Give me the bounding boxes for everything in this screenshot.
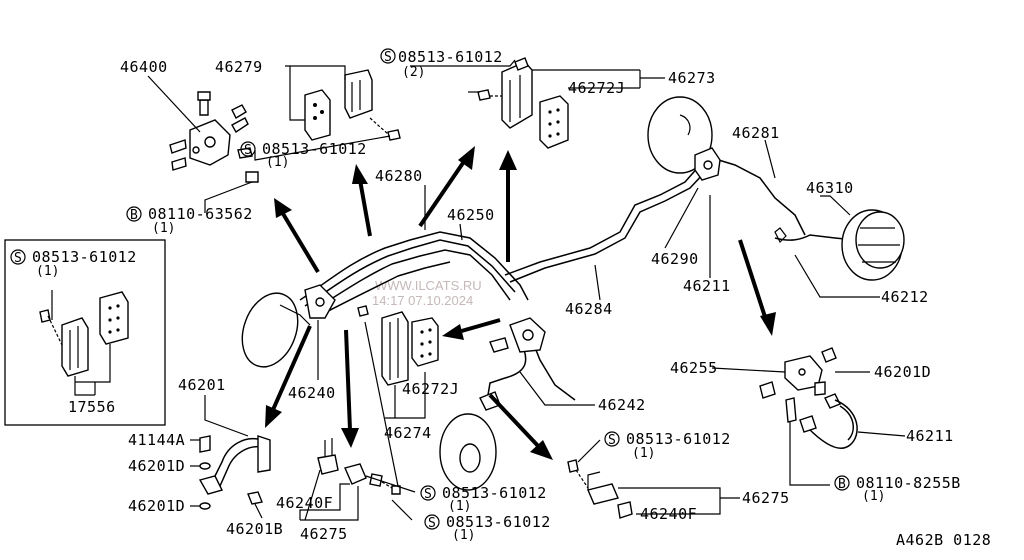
label-46201d-right: 46201D xyxy=(874,363,931,381)
svg-text:S: S xyxy=(244,143,252,158)
label-46290: 46290 xyxy=(651,250,699,268)
label-screw-08513-right-qty: (1) xyxy=(632,446,655,461)
label-screw-08513-2-qty: (2) xyxy=(402,65,425,80)
screw-marker-2: S xyxy=(240,141,256,158)
brake-drum-46212 xyxy=(841,209,905,281)
label-46201d-b: 46201D xyxy=(128,497,185,515)
svg-text:S: S xyxy=(428,516,436,531)
clip-46272j-mid xyxy=(411,317,439,367)
junction-46255 xyxy=(759,347,837,399)
label-17556: 17556 xyxy=(68,398,116,416)
inset-box-17556 xyxy=(4,239,166,426)
brake-hose-46201 xyxy=(198,435,271,510)
svg-text:S: S xyxy=(424,487,432,502)
bracket-46275-left xyxy=(317,438,401,495)
label-inset-screw-08513-qty: (1) xyxy=(36,264,59,279)
label-46211-mid: 46211 xyxy=(683,277,731,295)
label-bolt-08110-63562-qty: (1) xyxy=(152,221,175,236)
label-46240f-left: 46240F xyxy=(276,494,333,512)
label-46201d-a: 46201D xyxy=(128,457,185,475)
label-46250: 46250 xyxy=(447,206,495,224)
label-46273: 46273 xyxy=(668,69,716,87)
label-46279: 46279 xyxy=(215,58,263,76)
label-46281: 46281 xyxy=(732,124,780,142)
label-screw-08513-low: 08513-61012 xyxy=(446,513,551,531)
svg-text:S: S xyxy=(384,50,392,65)
connector-46250 xyxy=(489,317,546,353)
screw-marker-3: S xyxy=(10,249,26,266)
brake-hose-46310 xyxy=(774,227,856,244)
label-bolt-08110-63562: 08110-63562 xyxy=(148,205,253,223)
bolt-marker-2: B xyxy=(834,475,850,492)
label-46272j-top: 46272J xyxy=(568,79,625,97)
arrows xyxy=(265,146,776,460)
label-46280: 46280 xyxy=(375,167,423,185)
clip-46272j-top xyxy=(539,95,569,149)
svg-text:S: S xyxy=(608,433,616,448)
clip-46274 xyxy=(381,311,409,386)
bolt-marker-1: B xyxy=(126,206,142,223)
label-screw-08513-top: 08513-61012 xyxy=(262,140,367,158)
label-46275-right: 46275 xyxy=(742,489,790,507)
drawing-code: A462B 0128 xyxy=(896,531,991,549)
screw-small-mid xyxy=(357,305,369,317)
label-bolt-08110-8255b: 08110-8255B xyxy=(856,474,961,492)
label-screw-08513-low-qty: (1) xyxy=(452,528,475,543)
brake-backing-plate-lower xyxy=(439,391,501,491)
screw-marker-4: S xyxy=(604,431,620,448)
clip-46279 xyxy=(304,69,401,141)
label-46274: 46274 xyxy=(384,424,432,442)
label-41144a: 41144A xyxy=(128,431,185,449)
screw-marker-6: S xyxy=(424,514,440,531)
label-bolt-08110-8255b-qty: (1) xyxy=(862,489,885,504)
brake-hose-46211 xyxy=(785,393,858,449)
label-46255: 46255 xyxy=(670,359,718,377)
junction-block-46400 xyxy=(169,91,259,183)
leader-lines xyxy=(51,59,906,521)
brake-backing-plate-left xyxy=(241,284,336,368)
label-46275-left: 46275 xyxy=(300,525,348,543)
svg-text:B: B xyxy=(130,208,138,223)
label-screw-08513-2: 08513-61012 xyxy=(398,48,503,66)
label-screw-08513-mid: 08513-61012 xyxy=(442,484,547,502)
watermark-timestamp: 14:17 07.10.2024 xyxy=(372,293,473,308)
label-46272j-mid: 46272J xyxy=(402,380,459,398)
label-screw-08513-mid-qty: (1) xyxy=(448,499,471,514)
svg-text:B: B xyxy=(838,477,846,492)
bracket-46275-right xyxy=(567,459,633,519)
label-46400: 46400 xyxy=(120,58,168,76)
label-46201: 46201 xyxy=(178,376,226,394)
label-screw-08513-right: 08513-61012 xyxy=(626,430,731,448)
brake-backing-plate-top xyxy=(647,96,721,181)
label-46212: 46212 xyxy=(881,288,929,306)
brake-tube-assembly xyxy=(299,157,806,401)
label-46211-right: 46211 xyxy=(906,427,954,445)
watermark-site: WWW.ILCATS.RU xyxy=(375,278,482,293)
clip-46273 xyxy=(477,57,533,129)
label-46310: 46310 xyxy=(806,179,854,197)
label-46201b: 46201B xyxy=(226,520,283,538)
label-inset-screw-08513: 08513-61012 xyxy=(32,248,137,266)
screw-marker-1: S xyxy=(380,48,396,65)
svg-text:S: S xyxy=(14,251,22,266)
label-46284: 46284 xyxy=(565,300,613,318)
label-46242: 46242 xyxy=(598,396,646,414)
label-46240: 46240 xyxy=(288,384,336,402)
screw-marker-5: S xyxy=(420,485,436,502)
label-46240f-right: 46240F xyxy=(640,505,697,523)
label-screw-08513-top-qty: (1) xyxy=(266,155,289,170)
